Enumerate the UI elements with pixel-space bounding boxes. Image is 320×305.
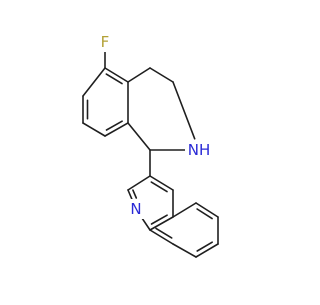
bond-C8-C8a-inner [105,120,123,131]
bond-Q2-Q3 [127,175,151,191]
bond-Q8b-Q8a-inner [155,227,173,239]
bond-C5-C6 [82,67,106,97]
bond-Q3-Q4 [149,175,174,191]
bond-C4a-C4 [127,67,151,83]
fluorine-atom-label: F [101,33,110,51]
bond-Q5-Q6-inner [196,208,213,220]
structure-diagram: F NH N [82,32,219,258]
bond-Q4a-Q8a [149,216,174,231]
bond-Q3-Q4-inner [150,181,168,193]
bond-Q8-Q8b [172,243,197,258]
bond-C8-C8a [104,122,129,137]
bond-Q5-Q6 [195,202,219,218]
bond-Q8b-Q8a [149,229,174,245]
bonds [82,50,219,258]
quinoline-n-label-bg [127,199,145,219]
bond-C7-C8 [82,122,106,137]
amine-label-bg [185,140,213,160]
quinoline-n-atom-label: N [130,200,141,218]
bond-C1-C8a [127,122,151,151]
bond-Q4a-Q8a-inner [150,214,168,225]
amine-nh-atom-label: NH [188,141,211,159]
bond-C4-C3 [149,67,174,83]
bond-Q4a-Q5 [172,202,197,218]
bond-C4a-C5-inner [105,73,123,85]
bond-Q7-Q8-inner [196,241,213,252]
bond-C4a-C5 [104,67,129,83]
molecule-canvas: F NH N [82,32,219,258]
bond-Q1-Q2-inner [132,189,138,199]
fluorine-label-bg [98,32,112,52]
bond-Q7-Q8 [195,243,219,258]
bond-C3-N2 [172,81,196,140]
